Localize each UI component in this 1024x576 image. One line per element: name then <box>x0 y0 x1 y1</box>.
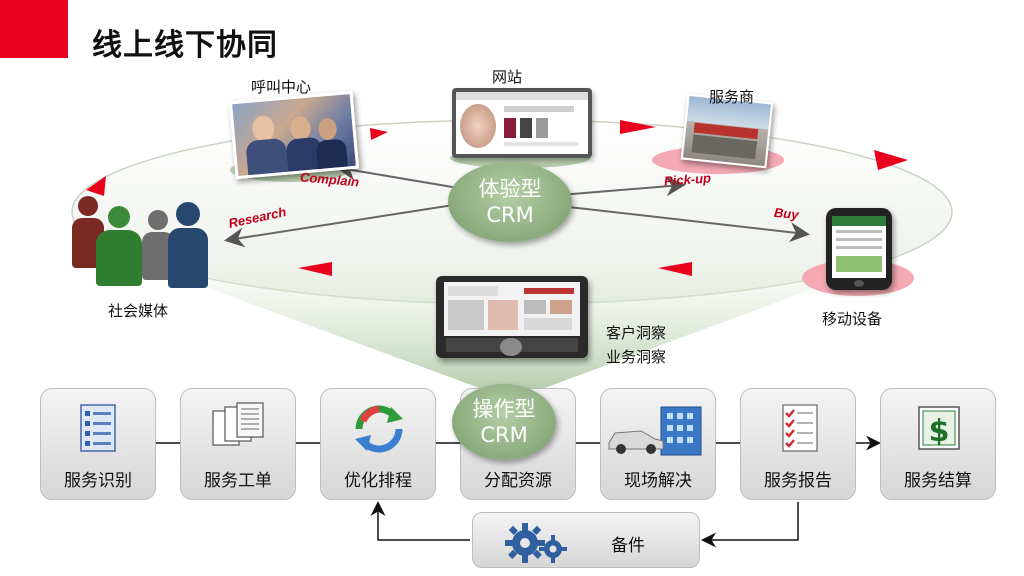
process-step-onsite-resolution: 现场解决 <box>600 388 716 500</box>
spare-parts-label: 备件 <box>611 536 645 556</box>
arrow-to-mobile <box>559 205 810 243</box>
orbit-arrow <box>370 128 388 140</box>
process-step-service-identification: 服务识别 <box>40 388 156 500</box>
spare-parts-box: 备件 <box>472 512 700 568</box>
operation-crm-node: 操作型 CRM <box>452 384 556 460</box>
process-step-label: 服务识别 <box>64 471 132 491</box>
orbit-arrow <box>874 150 908 170</box>
report-to-parts-arrow <box>701 502 799 548</box>
process-step-label: 服务报告 <box>764 471 832 491</box>
mobile-phone <box>826 208 892 290</box>
social-media-label: 社会媒体 <box>108 302 169 320</box>
refresh-cycle-icon <box>355 405 403 453</box>
tablet-dashboard <box>436 276 588 358</box>
orbit-arrow <box>86 176 106 196</box>
orbit-arrow <box>658 262 692 276</box>
arrow-to-call-center <box>336 160 471 191</box>
gears-icon <box>505 523 567 563</box>
operation-crm-line2: CRM <box>480 423 528 447</box>
mobile-label: 移动设备 <box>822 310 883 328</box>
call-center-photo <box>228 90 360 180</box>
list-document-icon <box>80 404 116 452</box>
website-screenshot <box>452 88 592 158</box>
process-step-label: 服务结算 <box>904 471 972 491</box>
dollar-sign-icon: $ <box>918 406 960 450</box>
orbit-arrow <box>620 120 656 134</box>
experience-crm-line2: CRM <box>486 203 534 227</box>
experience-crm-line1: 体验型 <box>478 177 542 201</box>
work-order-icon <box>212 402 264 446</box>
customer-insight-label: 客户洞察 <box>606 324 667 342</box>
website-label: 网站 <box>492 68 523 86</box>
page-title: 线上线下协同 <box>92 28 278 63</box>
arrow-to-social-media <box>224 203 461 248</box>
process-step-service-settlement: $ 服务结算 <box>880 388 996 500</box>
orbit-arrow <box>298 262 332 276</box>
call-center-label: 呼叫中心 <box>251 78 312 96</box>
process-step-label: 分配资源 <box>484 471 552 491</box>
process-step-label: 现场解决 <box>624 471 692 491</box>
service-provider-label: 服务商 <box>709 88 755 106</box>
operation-crm-line1: 操作型 <box>472 397 536 421</box>
process-step-work-order: 服务工单 <box>180 388 296 500</box>
svg-text:$: $ <box>929 414 950 449</box>
process-step-label: 优化排程 <box>344 471 412 491</box>
parts-to-scheduling-arrow <box>370 501 470 541</box>
process-step-label: 服务工单 <box>204 471 272 491</box>
experience-crm-node: 体验型 CRM <box>448 162 572 242</box>
process-step-scheduling: 优化排程 <box>320 388 436 500</box>
business-insight-label: 业务洞察 <box>606 348 667 366</box>
buy-label: Buy <box>773 204 800 223</box>
car-building-icon <box>608 406 702 456</box>
social-media-people <box>70 196 218 292</box>
title-accent-block <box>0 0 68 58</box>
report-checklist-icon <box>782 404 818 452</box>
process-step-service-report: 服务报告 <box>740 388 856 500</box>
